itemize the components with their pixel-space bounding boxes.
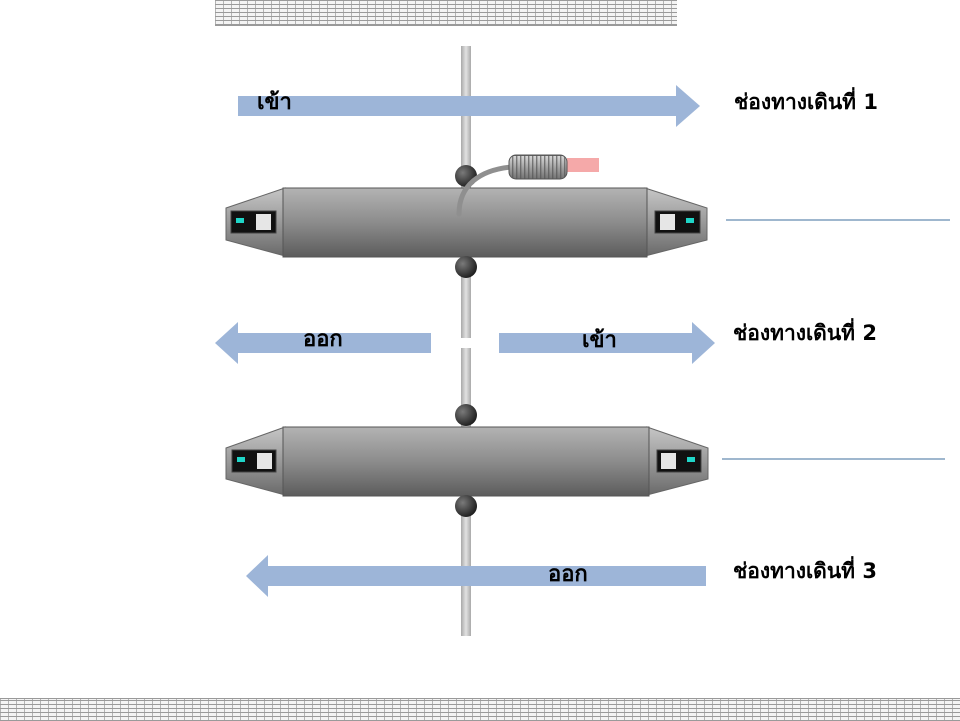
lane3-out-arrow [246,555,706,597]
gate2-right-display [656,449,702,473]
lane2-in-label: เข้า [582,328,617,353]
lane2-out-arrow [215,322,431,364]
lane1-in-arrow [238,85,700,127]
lane-label-3: ช่องทางเดินที่ 3 [733,559,877,583]
gate2-left-display [231,449,277,473]
lane2-out-label: ออก [303,327,343,352]
gate1-right-display [654,210,701,234]
bottom-brick-pattern [0,698,960,721]
gate1-left-display [230,210,277,234]
lane3-out-label: ออก [548,562,588,587]
lane-label-2: ช่องทางเดินที่ 2 [733,321,877,345]
lane1-in-label: เข้า [257,90,292,115]
turnstile-gate-1 [225,165,708,278]
top-brick-pattern [215,0,677,26]
lane-label-1: ช่องทางเดินที่ 1 [734,90,878,114]
turnstile-gate-2 [225,404,709,517]
lane2-in-arrow [499,322,715,364]
proximity-sensor-icon [456,154,599,217]
